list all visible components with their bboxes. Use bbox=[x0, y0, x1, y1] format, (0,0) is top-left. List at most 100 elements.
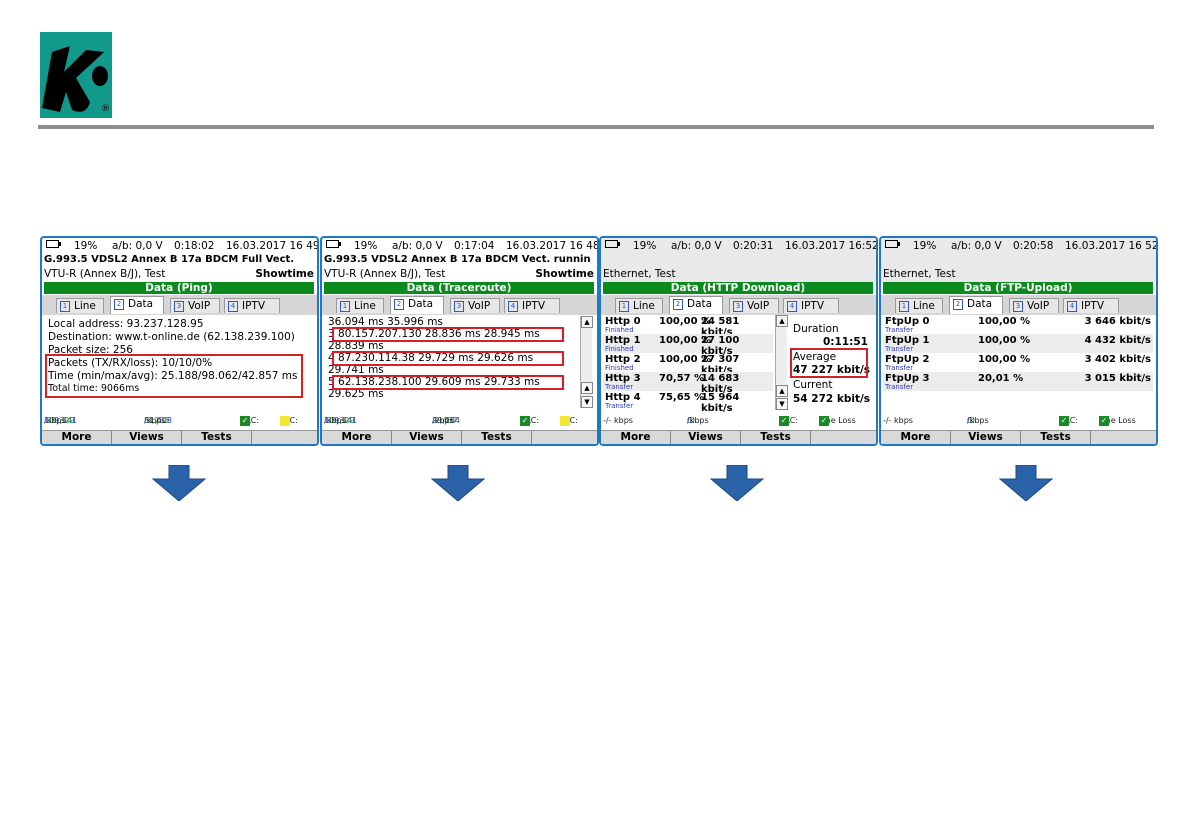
scroll-up-icon[interactable]: ▲ bbox=[776, 315, 788, 327]
device-info: Ethernet, Test bbox=[883, 268, 1153, 280]
battery-icon bbox=[885, 240, 900, 248]
line-mode: G.993.5 VDSL2 Annex B 17a BDCM Full Vect… bbox=[44, 254, 295, 265]
highlight-box bbox=[332, 327, 564, 342]
logo-k-glyph bbox=[42, 46, 108, 112]
battery-level: 19% bbox=[354, 240, 378, 252]
views-button[interactable]: Views bbox=[951, 431, 1021, 444]
date-time: 16.03.2017 16:52 bbox=[785, 240, 878, 252]
tests-button[interactable]: Tests bbox=[741, 431, 811, 444]
tests-button[interactable]: Tests bbox=[1021, 431, 1091, 444]
views-button[interactable]: Views bbox=[671, 431, 741, 444]
company-logo: ® bbox=[40, 32, 112, 118]
screen-http-download: 19% a/b: 0,0 V 0:20:31 16.03.2017 16:52 … bbox=[599, 236, 878, 446]
line-mode: G.993.5 VDSL2 Annex B 17a BDCM Vect. run… bbox=[324, 254, 591, 265]
views-button[interactable]: Views bbox=[392, 431, 462, 444]
more-button[interactable]: More bbox=[322, 431, 392, 444]
average-label: Average bbox=[793, 351, 837, 363]
status-bar: 19% a/b: 0,0 V 0:17:04 16.03.2017 16 48 bbox=[324, 240, 597, 252]
battery-icon bbox=[46, 240, 61, 248]
fec-warning-icon bbox=[280, 416, 290, 426]
crc-check-icon: ✓ bbox=[779, 416, 789, 426]
scroll-down-icon[interactable]: ▼ bbox=[776, 398, 788, 410]
trace-line: 36.094 ms 35.996 ms bbox=[328, 316, 443, 328]
trace-hop-5: 5 62.138.238.100 29.609 ms 29.733 ms bbox=[328, 376, 540, 388]
battery-level: 19% bbox=[633, 240, 657, 252]
device-mode: VTU-R (Annex B/J), Test bbox=[324, 268, 446, 280]
down-arrow-icon bbox=[430, 465, 486, 501]
scroll-up-icon[interactable]: ▲ bbox=[581, 316, 593, 328]
down-arrow-icon bbox=[709, 465, 765, 501]
registered-mark: ® bbox=[101, 104, 110, 114]
softkey-bar: More Views Tests bbox=[601, 430, 876, 444]
sync-state: Showtime bbox=[255, 268, 314, 280]
device-info: Ethernet, Test bbox=[603, 268, 873, 280]
duration-value: 0:11:51 bbox=[823, 336, 868, 348]
device-mode: Ethernet, Test bbox=[603, 268, 676, 280]
ab-voltage: a/b: 0,0 V bbox=[392, 240, 443, 252]
more-button[interactable]: More bbox=[601, 431, 671, 444]
battery-icon bbox=[605, 240, 620, 248]
scroll-up-icon[interactable]: ▲ bbox=[581, 382, 593, 394]
scrollbar[interactable]: ▲ ▲ ▼ bbox=[775, 315, 788, 410]
crc-check-icon: ✓ bbox=[520, 416, 530, 426]
kbps-bar: -/- kbps 0/0 kbps CRC: ✓ Line Loss ✓ bbox=[603, 416, 856, 426]
elapsed-time: 0:20:31 bbox=[733, 240, 774, 252]
views-button[interactable]: Views bbox=[112, 431, 182, 444]
line-loss-check-icon: ✓ bbox=[819, 416, 829, 426]
more-button[interactable]: More bbox=[881, 431, 951, 444]
page-title: Data (Traceroute) bbox=[324, 282, 594, 294]
device-mode: Ethernet, Test bbox=[883, 268, 956, 280]
crc-check-icon: ✓ bbox=[240, 416, 250, 426]
screen-traceroute: 19% a/b: 0,0 V 0:17:04 16.03.2017 16 48 … bbox=[320, 236, 599, 446]
tests-button[interactable]: Tests bbox=[462, 431, 532, 444]
crc-check-icon: ✓ bbox=[1059, 416, 1069, 426]
date-time: 16.03.2017 16 52 bbox=[1065, 240, 1158, 252]
trace-line: 29.625 ms bbox=[328, 388, 384, 400]
destination: Destination: www.t-online.de (62.138.239… bbox=[48, 331, 295, 343]
scrollbar[interactable]: ▲ ▲ ▼ bbox=[580, 316, 593, 408]
time-stats: Time (min/max/avg): 25.188/98.062/42.857… bbox=[48, 370, 298, 382]
softkey-bar: More Views Tests bbox=[42, 430, 317, 444]
scroll-down-icon[interactable]: ▼ bbox=[581, 396, 593, 408]
down-arrow-icon bbox=[151, 465, 207, 501]
sync-state: Showtime bbox=[535, 268, 594, 280]
trace-hop-4: 4 87.230.114.38 29.729 ms 29.626 ms bbox=[328, 352, 534, 364]
more-button[interactable]: More bbox=[42, 431, 112, 444]
softkey-bar: More Views Tests bbox=[322, 430, 597, 444]
elapsed-time: 0:18:02 bbox=[174, 240, 215, 252]
status-bar: 19% a/b: 0,0 V 0:20:31 16.03.2017 16:52 bbox=[603, 240, 876, 252]
page-title: Data (Ping) bbox=[44, 282, 314, 294]
highlight-box bbox=[332, 375, 564, 390]
device-info: VTU-R (Annex B/J), Test Showtime bbox=[324, 268, 594, 280]
average-value: 47 227 kbit/s bbox=[793, 364, 871, 376]
status-bar: 19% a/b: 0,0 V 0:20:58 16.03.2017 16 52 bbox=[883, 240, 1156, 252]
screen-ftp-upload: 19% a/b: 0,0 V 0:20:58 16.03.2017 16 52 … bbox=[879, 236, 1158, 446]
tests-button[interactable]: Tests bbox=[182, 431, 252, 444]
scroll-up-icon[interactable]: ▲ bbox=[776, 385, 788, 397]
